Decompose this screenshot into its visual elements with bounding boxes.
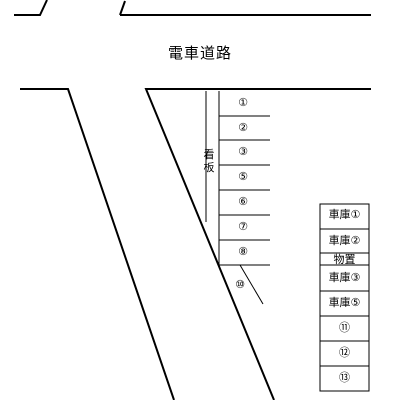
parking-spot-3: ③ xyxy=(238,145,248,158)
garage-5: 車庫⑤ xyxy=(328,296,361,309)
garage-1: 車庫① xyxy=(328,208,361,221)
top-right-lot-edge xyxy=(119,0,126,16)
parking-spot-8: ⑧ xyxy=(238,245,248,258)
parking-spot-1: ① xyxy=(238,96,248,109)
parking-spot-10: ⑩ xyxy=(235,278,245,291)
parking-spot-6: ⑥ xyxy=(238,195,248,208)
right-spots-outline xyxy=(319,316,370,392)
parking-spot-12: ⑫ xyxy=(339,346,350,359)
parking-spot-5: ⑤ xyxy=(238,170,248,183)
garage-2: 車庫② xyxy=(328,234,361,247)
garage-block xyxy=(319,203,370,317)
road-right-edge xyxy=(144,88,371,400)
parking-spot-11: ⑪ xyxy=(339,321,350,334)
parking-spot-13: ⑬ xyxy=(339,371,350,384)
parking-spot-7: ⑦ xyxy=(238,220,248,233)
garage-3: 車庫③ xyxy=(328,271,361,284)
signboard-label: 看板 xyxy=(203,148,215,174)
storage-shed: 物置 xyxy=(333,253,356,266)
spot-10-divider xyxy=(239,264,264,305)
top-left-lot-edge xyxy=(14,0,48,16)
road-label: 電車道路 xyxy=(167,44,232,62)
parking-spot-2: ② xyxy=(238,121,248,134)
road-left-edge xyxy=(20,88,175,400)
